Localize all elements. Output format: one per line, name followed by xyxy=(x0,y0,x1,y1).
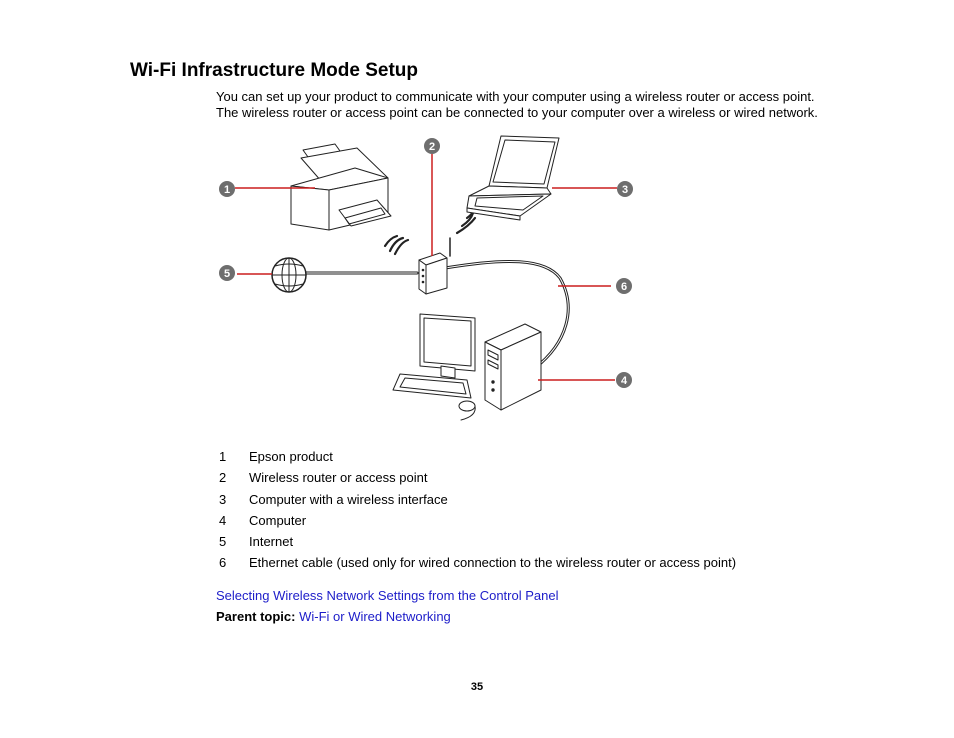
wireless-signal-icon xyxy=(383,207,477,256)
legend-text: Computer xyxy=(249,512,307,528)
legend-number: 1 xyxy=(219,449,227,464)
globe-icon xyxy=(271,257,307,293)
svg-text:1: 1 xyxy=(224,184,230,196)
parent-topic: Parent topic: Wi-Fi or Wired Networking xyxy=(216,609,451,624)
printer-icon xyxy=(290,143,392,231)
legend-number: 4 xyxy=(219,512,227,528)
intro-line-1: You can set up your product to communica… xyxy=(216,89,815,104)
intro-line-2: The wireless router or access point can … xyxy=(216,104,818,120)
callout-badge-2: 2 xyxy=(424,138,440,154)
router-icon xyxy=(418,237,451,295)
legend-item: 5 Internet xyxy=(219,533,736,554)
monitor-icon xyxy=(419,313,476,387)
svg-text:5: 5 xyxy=(224,268,230,280)
page-number: 35 xyxy=(470,681,484,693)
callout-badge-1: 1 xyxy=(219,181,235,197)
callout-badge-4: 4 xyxy=(616,372,632,388)
legend-item: 3 Computer with a wireless interface xyxy=(219,491,736,512)
svg-text:6: 6 xyxy=(621,281,627,293)
callout-badge-3: 3 xyxy=(617,181,633,197)
legend-text: Wireless router or access point xyxy=(249,470,428,486)
ethernet-cable-inner xyxy=(444,260,569,369)
svg-text:3: 3 xyxy=(622,184,628,196)
legend-item: 2 Wireless router or access point xyxy=(219,469,736,490)
legend-number: 2 xyxy=(219,470,227,486)
laptop-icon xyxy=(466,135,560,221)
legend-item: 4 Computer xyxy=(219,512,736,533)
related-topic-link[interactable]: Selecting Wireless Network Settings from… xyxy=(216,588,559,603)
tower-icon xyxy=(484,323,542,411)
svg-text:4: 4 xyxy=(621,375,628,387)
diagram-legend: 1 Epson product 2 Wireless router or acces… xyxy=(219,448,736,576)
callout-badge-6: 6 xyxy=(616,278,632,294)
page-title: Wi-Fi Infrastructure Mode Setup xyxy=(130,60,419,81)
legend-number: 6 xyxy=(219,555,227,571)
legend-text: Internet xyxy=(249,534,294,550)
legend-item: 6 Ethernet cable (used only for wired con… xyxy=(219,554,736,575)
legend-item: 1 Epson product xyxy=(219,448,736,469)
mouse-icon xyxy=(458,400,476,421)
keyboard-icon xyxy=(392,373,472,399)
network-diagram: 1 2 3 4 5 6 xyxy=(219,135,633,421)
legend-number: 3 xyxy=(219,491,227,507)
parent-topic-link[interactable]: Wi-Fi or Wired Networking xyxy=(299,609,451,624)
legend-number: 5 xyxy=(219,534,227,550)
intro-paragraph: You can set up your product to communica… xyxy=(216,89,856,120)
legend-text: Computer with a wireless interface xyxy=(249,491,448,507)
callout-badge-5: 5 xyxy=(219,265,235,281)
svg-text:2: 2 xyxy=(429,141,435,153)
legend-text: Ethernet cable (used only for wired conn… xyxy=(249,555,737,571)
parent-topic-label: Parent topic: xyxy=(216,609,296,624)
legend-text: Epson product xyxy=(249,449,333,464)
